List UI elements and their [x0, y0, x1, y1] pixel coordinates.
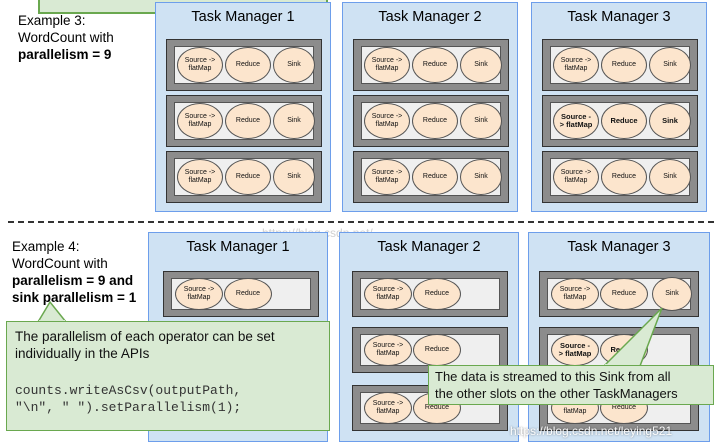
reduce-operator: Reduce — [413, 334, 461, 366]
tm-title: Task Manager 3 — [567, 239, 671, 255]
tm-title: Task Manager 1 — [186, 239, 290, 255]
slot: Source -> flatMap Reduce Sink — [353, 151, 509, 203]
example4-line1: Example 4: — [12, 239, 80, 254]
reduce-operator: Reduce — [412, 47, 458, 83]
slot: Source -> flatMap Reduce Sink — [166, 95, 322, 147]
sink-operator: Sink — [460, 103, 502, 139]
slot: Source -> flatMap Reduce Sink — [166, 151, 322, 203]
example3-line3: parallelism = 9 — [18, 47, 112, 62]
reduce-operator: Reduce — [412, 159, 458, 195]
source-operator: Source -> flatMap — [177, 103, 223, 139]
sink-operator: Sink — [273, 47, 315, 83]
sink-operator: Sink — [652, 277, 692, 311]
reduce-operator: Reduce — [225, 47, 271, 83]
section-divider — [8, 221, 714, 223]
source-operator: Source -> flatMap — [364, 47, 410, 83]
sink-operator: Sink — [649, 47, 691, 83]
example4-line3: parallelism = 9 and — [12, 273, 134, 288]
callout-text-line2: the other slots on the other TaskManager… — [435, 386, 678, 401]
slot: Source -> flatMap Reduce Sink — [542, 39, 698, 91]
slot: Source -> flatMap Reduce — [163, 271, 319, 317]
callout-text-line2: individually in the APIs — [15, 346, 150, 361]
sink-operator: Sink — [649, 159, 691, 195]
ex3-task-manager-3: Task Manager 3 Source -> flatMap Reduce … — [531, 2, 707, 212]
parallelism-callout: The parallelism of each operator can be … — [6, 321, 330, 431]
watermark-bottom: https://blog.csdn.net/leying521 — [510, 424, 673, 438]
sink-operator: Sink — [273, 159, 315, 195]
sink-operator: Sink — [460, 47, 502, 83]
source-operator: Source -> flatMap — [177, 159, 223, 195]
right-callout-pointer — [602, 307, 663, 367]
code-line1: counts.writeAsCsv(outputPath, — [15, 383, 242, 398]
sink-operator: Sink — [649, 103, 691, 139]
slot: Source -> flatMap Reduce Sink — [539, 271, 699, 317]
reduce-operator: Reduce — [600, 278, 648, 310]
reduce-operator: Reduce — [225, 159, 271, 195]
slot: Source -> flatMap Reduce Sink — [166, 39, 322, 91]
source-operator: Source -> flatMap — [553, 47, 599, 83]
tm-title: Task Manager 2 — [378, 9, 482, 25]
sink-operator: Sink — [273, 103, 315, 139]
slot: Source -> flatMap Reduce Sink — [353, 95, 509, 147]
callout-text-line1: The parallelism of each operator can be … — [15, 329, 275, 344]
example4-line2: WordCount with — [12, 256, 108, 271]
sink-stream-callout: The data is streamed to this Sink from a… — [428, 365, 714, 405]
ex3-task-manager-2: Task Manager 2 Source -> flatMap Reduce … — [342, 2, 518, 212]
source-operator: Source -> flatMap — [177, 47, 223, 83]
example4-line4: sink parallelism = 1 — [12, 290, 137, 305]
reduce-operator: Reduce — [224, 278, 272, 310]
tm-title: Task Manager 2 — [377, 239, 481, 255]
slot-highlighted: Source - > flatMap Reduce Sink — [542, 95, 698, 147]
source-operator: Source - > flatMap — [553, 103, 599, 139]
reduce-operator: Reduce — [601, 47, 647, 83]
example3-line2: WordCount with — [18, 30, 114, 45]
ex3-task-manager-1: Task Manager 1 Source -> flatMap Reduce … — [155, 2, 331, 212]
left-callout-pointer — [36, 300, 68, 323]
callout-text-line1: The data is streamed to this Sink from a… — [435, 369, 671, 384]
source-operator: Source -> flatMap — [364, 334, 412, 366]
slot: Source -> flatMap Reduce Sink — [542, 151, 698, 203]
source-operator: Source - > flatMap — [551, 334, 599, 366]
reduce-operator: Reduce — [601, 103, 647, 139]
source-operator: Source -> flatMap — [364, 159, 410, 195]
reduce-operator: Reduce — [225, 103, 271, 139]
source-operator: Source -> flatMap — [364, 392, 412, 424]
example3-line1: Example 3: — [18, 13, 86, 28]
code-line2: "\n", " ").setParallelism(1); — [15, 400, 242, 415]
source-operator: Source -> flatMap — [175, 278, 223, 310]
example4-label: Example 4: WordCount with parallelism = … — [12, 238, 136, 306]
sink-operator: Sink — [460, 159, 502, 195]
reduce-operator: Reduce — [412, 103, 458, 139]
reduce-operator: Reduce — [413, 278, 461, 310]
source-operator: Source -> flatMap — [364, 278, 412, 310]
slot: Source -> flatMap Reduce Sink — [353, 39, 509, 91]
source-operator: Source -> flatMap — [551, 278, 599, 310]
source-operator: Source -> flatMap — [553, 159, 599, 195]
slot: Source -> flatMap Reduce — [352, 271, 508, 317]
tm-title: Task Manager 1 — [191, 9, 295, 25]
source-operator: Source -> flatMap — [364, 103, 410, 139]
example3-label: Example 3: WordCount with parallelism = … — [18, 12, 114, 63]
tm-title: Task Manager 3 — [567, 9, 671, 25]
reduce-operator: Reduce — [601, 159, 647, 195]
